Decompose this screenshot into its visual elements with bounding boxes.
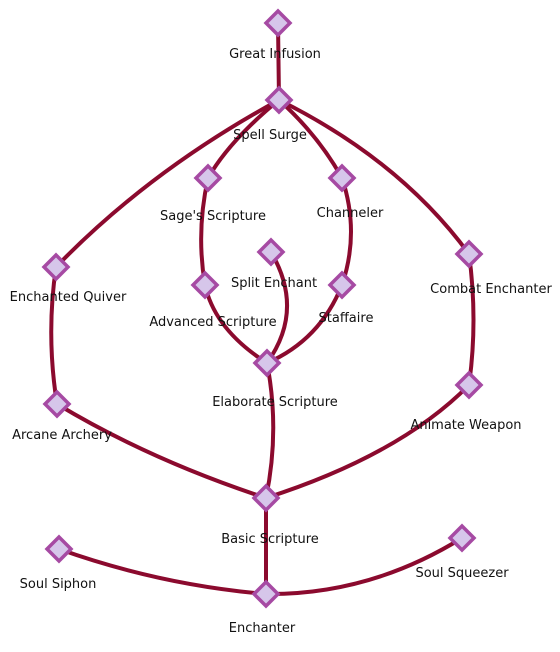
skill-label-great-infusion: Great Infusion [229,47,321,62]
skill-node-channeler[interactable]: Channeler [317,163,384,221]
skill-node-sages-scripture[interactable]: Sage's Scripture [160,163,266,224]
link-combat-enchanter-to-spell-surge [277,98,471,256]
diamond-icon[interactable] [256,237,286,267]
diamond-icon[interactable] [327,270,357,300]
skill-node-combat-enchanter[interactable]: Combat Enchanter [430,239,552,297]
diamond-icon[interactable] [251,483,281,513]
link-basic-scripture-to-animate-weapon [264,383,471,500]
diamond-icon[interactable] [190,270,220,300]
link-basic-scripture-to-arcane-archery [55,402,268,500]
diamond-icon[interactable] [42,389,72,419]
link-enchanter-to-soul-siphon [57,547,268,596]
link-elaborate-scripture-to-split-enchant [265,250,289,365]
skill-label-sages-scripture: Sage's Scripture [160,209,266,224]
link-staffaire-to-channeler [340,176,353,287]
skill-node-split-enchant[interactable]: Split Enchant [231,237,317,291]
skill-node-enchanter[interactable]: Enchanter [229,579,296,636]
skill-label-combat-enchanter: Combat Enchanter [430,282,552,297]
diamond-icon[interactable] [327,163,357,193]
skill-label-channeler: Channeler [317,206,384,221]
link-elaborate-scripture-to-staffaire [265,283,344,365]
skill-label-enchanter: Enchanter [229,621,296,636]
skill-node-staffaire[interactable]: Staffaire [319,270,374,326]
skill-node-soul-squeezer[interactable]: Soul Squeezer [415,523,509,581]
link-enchanter-to-soul-squeezer [264,536,464,597]
skill-node-advanced-scripture[interactable]: Advanced Scripture [149,270,277,330]
skill-node-enchanted-quiver[interactable]: Enchanted Quiver [10,252,127,305]
skill-node-elaborate-scripture[interactable]: Elaborate Scripture [212,348,338,410]
skill-node-spell-surge[interactable]: Spell Surge [233,85,307,143]
diamond-icon[interactable] [251,579,281,609]
skill-label-enchanted-quiver: Enchanted Quiver [10,290,127,305]
skill-label-soul-squeezer: Soul Squeezer [415,566,509,581]
skill-label-spell-surge: Spell Surge [233,128,307,143]
diamond-icon[interactable] [454,239,484,269]
skill-label-advanced-scripture: Advanced Scripture [149,315,276,330]
skill-label-soul-siphon: Soul Siphon [20,577,97,592]
diamond-icon[interactable] [447,523,477,553]
skill-node-animate-weapon[interactable]: Animate Weapon [410,370,522,433]
diamond-icon[interactable] [193,163,223,193]
diamond-icon[interactable] [264,85,294,115]
link-arcane-archery-to-enchanted-quiver [49,265,59,406]
skill-label-elaborate-scripture: Elaborate Scripture [212,395,338,410]
link-advanced-scripture-to-sages-scripture [199,176,210,287]
skill-label-basic-scripture: Basic Scripture [221,532,319,547]
skill-label-animate-weapon: Animate Weapon [410,418,521,433]
link-enchanted-quiver-to-spell-surge [54,98,281,269]
diamond-icon[interactable] [454,370,484,400]
skill-node-soul-siphon[interactable]: Soul Siphon [20,534,97,592]
link-basic-scripture-to-elaborate-scripture [264,361,276,500]
skill-node-arcane-archery[interactable]: Arcane Archery [12,389,112,443]
diamond-icon[interactable] [44,534,74,564]
skill-label-split-enchant: Split Enchant [231,276,317,291]
skill-label-staffaire: Staffaire [319,311,374,326]
link-animate-weapon-to-combat-enchanter [467,252,476,387]
diamond-icon[interactable] [263,8,293,38]
skill-node-great-infusion[interactable]: Great Infusion [229,8,321,62]
skill-label-arcane-archery: Arcane Archery [12,428,112,443]
skill-node-basic-scripture[interactable]: Basic Scripture [221,483,319,547]
diamond-icon[interactable] [252,348,282,378]
diamond-icon[interactable] [41,252,71,282]
